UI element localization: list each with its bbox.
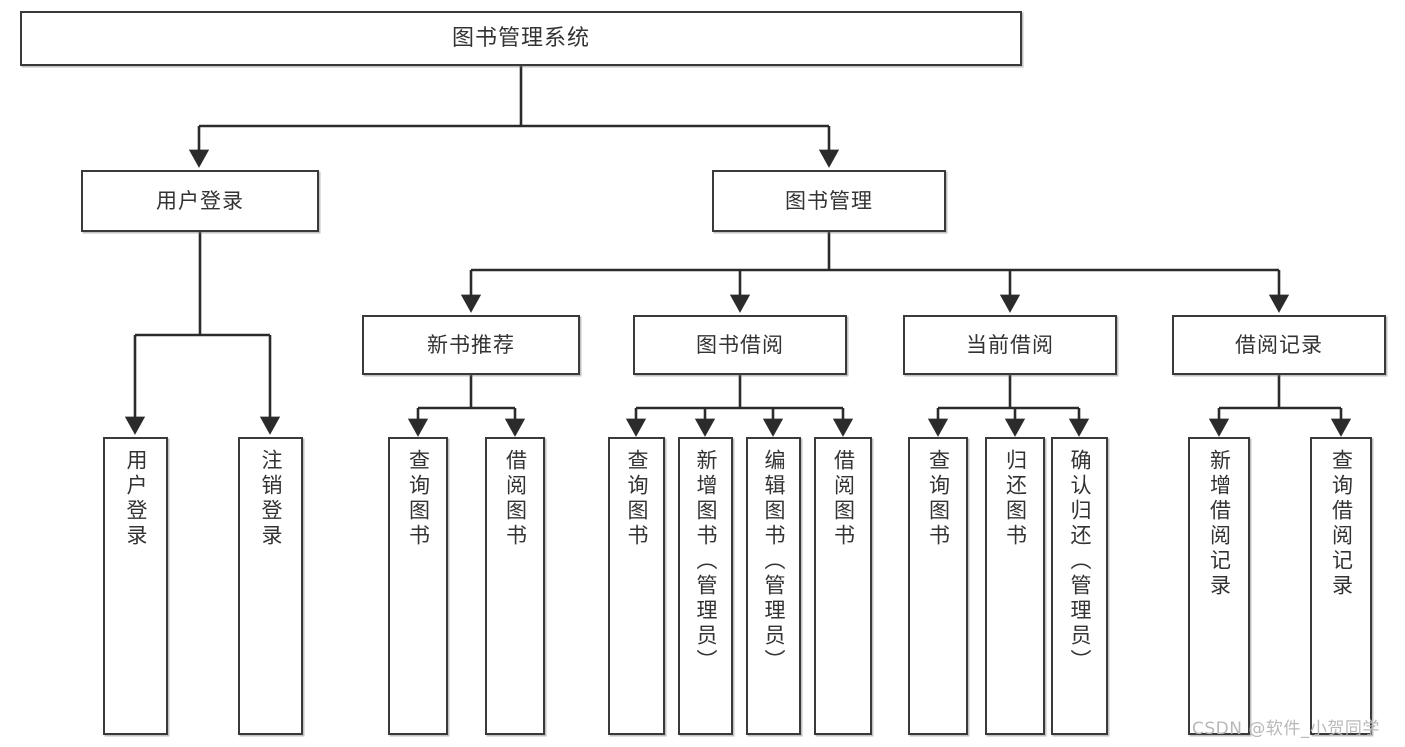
node-current-borrow[interactable]: 当前借阅 <box>903 315 1117 375</box>
node-leaf-borrow-book-2[interactable]: 借阅图书 <box>814 437 872 735</box>
node-leaf-logout-label: 注销登录 <box>259 449 283 549</box>
node-leaf-query-record-label: 查询借阅记录 <box>1329 449 1354 599</box>
node-leaf-borrow-book-1-label: 借阅图书 <box>503 449 528 549</box>
node-leaf-query-book-1[interactable]: 查询图书 <box>388 437 448 735</box>
node-leaf-query-book-1-label: 查询图书 <box>406 449 431 549</box>
node-leaf-add-record-label: 新增借阅记录 <box>1207 449 1232 599</box>
node-borrow-record[interactable]: 借阅记录 <box>1172 315 1386 375</box>
node-current-borrow-label: 当前借阅 <box>966 332 1054 357</box>
csdn-watermark: CSDN @软件_小贺同学 <box>1192 719 1380 739</box>
node-leaf-query-book-3[interactable]: 查询图书 <box>908 437 968 735</box>
node-leaf-user-login[interactable]: 用户登录 <box>103 437 168 735</box>
node-leaf-query-record[interactable]: 查询借阅记录 <box>1310 437 1372 735</box>
node-leaf-add-book[interactable]: 新增图书（管理员） <box>678 437 733 735</box>
node-book-borrow[interactable]: 图书借阅 <box>633 315 847 375</box>
node-user-login[interactable]: 用户登录 <box>81 170 319 232</box>
node-leaf-query-book-3-label: 查询图书 <box>926 449 951 549</box>
node-new-book-recommend-label: 新书推荐 <box>427 332 515 357</box>
node-root[interactable]: 图书管理系统 <box>20 11 1022 66</box>
node-book-manage[interactable]: 图书管理 <box>712 170 946 232</box>
node-new-book-recommend[interactable]: 新书推荐 <box>362 315 580 375</box>
node-borrow-record-label: 借阅记录 <box>1235 332 1323 357</box>
node-leaf-add-book-label: 新增图书（管理员） <box>694 449 718 674</box>
node-leaf-borrow-book-2-label: 借阅图书 <box>831 449 856 549</box>
node-leaf-confirm-return-label: 确认归还（管理员） <box>1068 449 1092 674</box>
node-leaf-return-book[interactable]: 归还图书 <box>985 437 1045 735</box>
node-book-borrow-label: 图书借阅 <box>696 332 784 357</box>
node-leaf-edit-book[interactable]: 编辑图书（管理员） <box>746 437 801 735</box>
node-leaf-query-book-2-label: 查询图书 <box>625 449 649 549</box>
node-leaf-confirm-return[interactable]: 确认归还（管理员） <box>1051 437 1108 735</box>
node-leaf-return-book-label: 归还图书 <box>1003 449 1028 549</box>
node-leaf-logout[interactable]: 注销登录 <box>238 437 303 735</box>
node-leaf-query-book-2[interactable]: 查询图书 <box>608 437 665 735</box>
node-leaf-edit-book-label: 编辑图书（管理员） <box>762 449 786 674</box>
node-leaf-add-record[interactable]: 新增借阅记录 <box>1188 437 1250 735</box>
node-book-manage-label: 图书管理 <box>785 188 873 213</box>
node-leaf-borrow-book-1[interactable]: 借阅图书 <box>485 437 545 735</box>
node-root-label: 图书管理系统 <box>451 25 590 51</box>
node-leaf-user-login-label: 用户登录 <box>124 449 148 549</box>
node-user-login-label: 用户登录 <box>156 188 244 213</box>
